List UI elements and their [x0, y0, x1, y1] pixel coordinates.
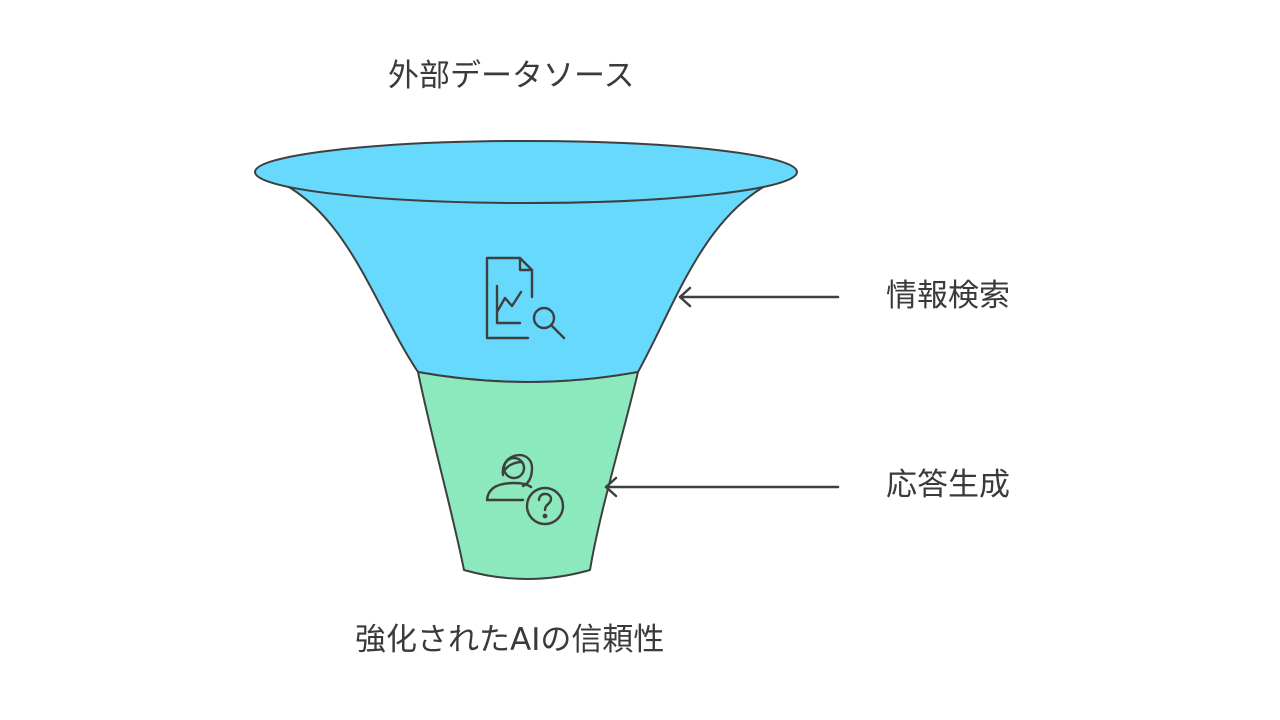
document-chart-search-icon: [485, 256, 566, 340]
funnel-rim: [254, 140, 798, 204]
stage-generation-label: 応答生成: [886, 467, 1010, 503]
person-question-icon: [485, 453, 565, 526]
stage-generation-arrow: [604, 476, 840, 498]
stage-retrieval-label: 情報検索: [886, 278, 1010, 314]
top-label: 外部データソース: [388, 58, 635, 94]
stage-generation-section: [417, 371, 639, 580]
bottom-label: 強化されたAIの信頼性: [355, 622, 665, 658]
stage-retrieval-arrow: [678, 286, 840, 308]
